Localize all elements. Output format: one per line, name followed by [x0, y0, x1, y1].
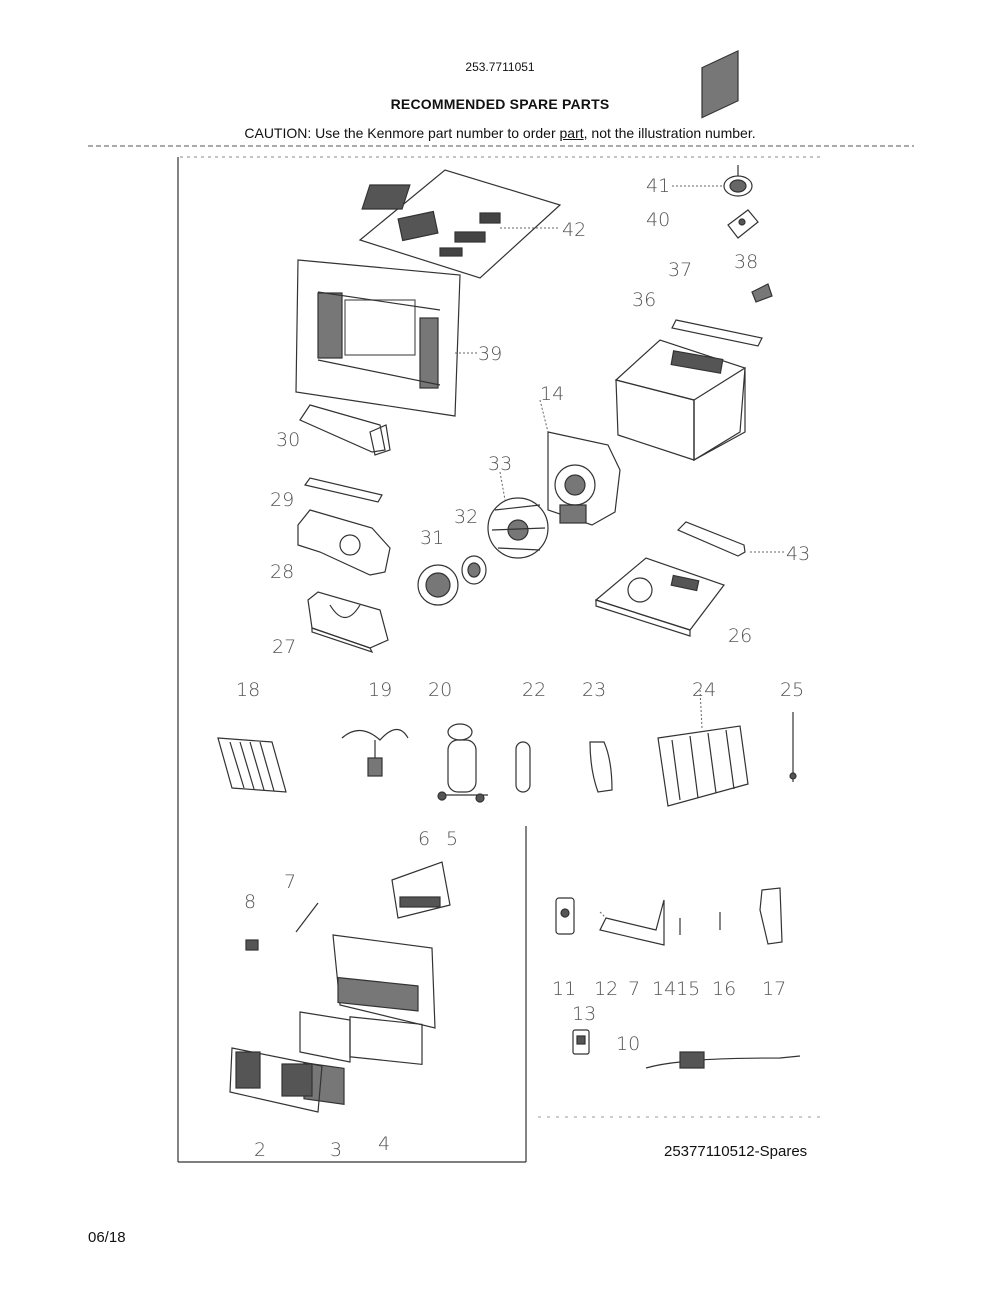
callout-32: 32	[454, 506, 478, 528]
callout-14-bottom: 14	[652, 978, 676, 1000]
part-25-sensor	[789, 712, 797, 782]
callout-33: 33	[488, 453, 512, 475]
part-34-shroud	[547, 431, 621, 526]
caution-link: part	[559, 125, 584, 141]
leader-lines	[455, 185, 785, 919]
part-39-front-panel	[295, 259, 461, 417]
callout-26: 26	[728, 625, 752, 647]
callout-37: 37	[668, 259, 692, 281]
part-31-fan	[417, 564, 459, 606]
part-20-compressor	[437, 723, 488, 803]
callout-42: 42	[562, 219, 586, 241]
callout-8: 8	[244, 891, 256, 913]
part-28-scroll	[297, 509, 391, 576]
part-14-15-screws	[679, 912, 721, 935]
part-26-basepan	[594, 557, 725, 637]
callout-12: 12	[594, 978, 618, 1000]
callout-15: 15	[676, 978, 700, 1000]
callout-14-top: 14	[540, 383, 564, 405]
part-42-label	[358, 169, 562, 279]
part-32-blower	[487, 497, 549, 559]
part-38-clip	[751, 283, 773, 303]
part-36-strip	[671, 319, 763, 347]
part-17-bracket	[759, 887, 783, 945]
callout-28: 28	[270, 561, 294, 583]
callout-43: 43	[786, 543, 810, 565]
part-motor	[461, 555, 487, 585]
callout-39: 39	[478, 343, 502, 365]
callout-18: 18	[236, 679, 260, 701]
caution-prefix: CAUTION: Use the Kenmore part number to …	[244, 125, 560, 141]
part-5-6-control	[391, 861, 451, 919]
callout-30: 30	[276, 429, 300, 451]
part-27-housing	[307, 591, 389, 654]
part-illustrations	[217, 49, 801, 1113]
callout-31: 31	[420, 527, 444, 549]
callout-38: 38	[734, 251, 758, 273]
callout-labels: 41 40 42 37 38 36 39 30 14 33 29 32 28 3…	[236, 175, 810, 1161]
callout-40: 40	[646, 209, 670, 231]
callout-10: 10	[616, 1033, 640, 1055]
callout-11: 11	[552, 978, 576, 1000]
callout-7-left: 7	[284, 871, 296, 893]
callout-41: 41	[646, 175, 670, 197]
part-18-coil	[217, 737, 287, 793]
part-8-knob	[245, 939, 259, 951]
part-29-strip	[303, 477, 383, 503]
part-19-harness	[341, 728, 409, 777]
callout-6: 6	[418, 828, 430, 850]
callout-22: 22	[522, 679, 546, 701]
callout-4: 4	[378, 1133, 390, 1155]
part-10-powercord	[645, 1051, 801, 1069]
part-12-bracket	[599, 899, 665, 946]
callout-27: 27	[272, 636, 296, 658]
callout-19: 19	[368, 679, 392, 701]
callout-5: 5	[446, 828, 458, 850]
callout-25: 25	[780, 679, 804, 701]
part-43-bracket	[676, 521, 746, 557]
callout-36: 36	[632, 289, 656, 311]
part-23-tube	[589, 741, 613, 793]
part-grille-assembly	[229, 934, 436, 1113]
caution-suffix: , not the illustration number.	[583, 125, 756, 141]
model-number: 253.7711051	[465, 60, 535, 74]
part-41-knob	[723, 165, 753, 197]
callout-23: 23	[582, 679, 606, 701]
part-40-bracket	[727, 209, 759, 239]
callout-29: 29	[270, 489, 294, 511]
callout-3: 3	[330, 1139, 342, 1161]
callout-2: 2	[254, 1139, 266, 1161]
caution-note: CAUTION: Use the Kenmore part number to …	[0, 125, 1000, 141]
callout-17: 17	[762, 978, 786, 1000]
callout-7-right: 7	[628, 978, 640, 1000]
part-13-relay	[572, 1029, 590, 1055]
callout-24: 24	[692, 679, 716, 701]
callout-13: 13	[572, 1003, 596, 1025]
page-title: RECOMMENDED SPARE PARTS	[390, 96, 610, 112]
part-30-duct	[299, 404, 391, 456]
diagram-reference: 25377110512-Spares	[664, 1143, 808, 1160]
part-24-condenser	[657, 725, 749, 807]
part-cabinet	[614, 49, 746, 462]
part-7-rod	[295, 902, 319, 933]
callout-16: 16	[712, 978, 736, 1000]
part-22-tube	[515, 741, 531, 793]
revision-date: 06/18	[88, 1229, 126, 1246]
part-11-switch	[555, 897, 575, 935]
callout-20: 20	[428, 679, 452, 701]
